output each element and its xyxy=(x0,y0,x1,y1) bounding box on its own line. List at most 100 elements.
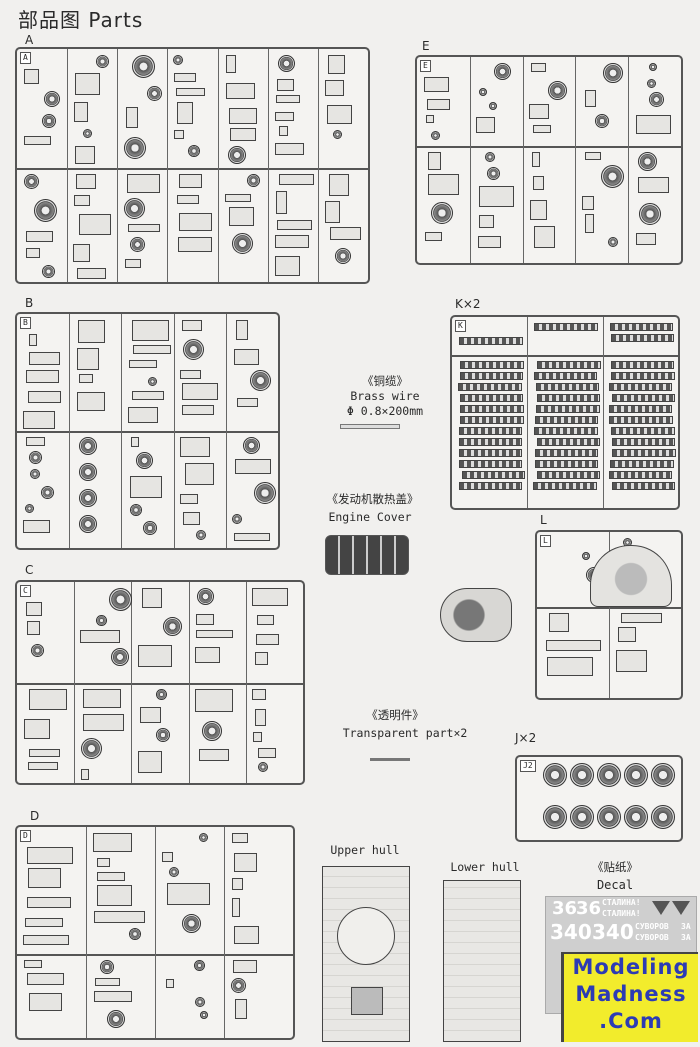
part xyxy=(529,104,550,120)
round-part xyxy=(431,130,441,140)
part xyxy=(166,882,210,905)
watermark-line3: .Com xyxy=(599,1009,663,1033)
round-part xyxy=(181,914,201,934)
turret-part-loose xyxy=(440,588,512,642)
round-part xyxy=(277,55,295,72)
lower-hull-label: Lower hull xyxy=(450,860,520,874)
track-link xyxy=(461,471,526,479)
part xyxy=(97,872,126,882)
round-part xyxy=(95,55,109,68)
round-part xyxy=(187,144,200,157)
engine-deck xyxy=(351,987,383,1015)
decal-cn: 《贴纸》 xyxy=(592,860,638,874)
track-link xyxy=(533,372,598,380)
sprue-runner xyxy=(417,146,681,148)
part xyxy=(275,142,304,155)
part xyxy=(96,885,133,907)
sprue-runner xyxy=(318,49,319,282)
round-part xyxy=(33,198,57,222)
round-part xyxy=(243,437,261,454)
part xyxy=(93,833,132,852)
part xyxy=(178,237,212,253)
round-part xyxy=(83,128,93,138)
part xyxy=(182,383,218,401)
part xyxy=(254,652,268,666)
part xyxy=(183,511,200,525)
round-part xyxy=(637,152,657,171)
part xyxy=(79,374,93,384)
part xyxy=(278,125,288,136)
sprue-runner xyxy=(452,355,678,357)
sprue-runner xyxy=(470,57,471,263)
part xyxy=(166,978,175,988)
part xyxy=(548,613,570,632)
round-part xyxy=(600,165,624,189)
part xyxy=(137,644,173,667)
part xyxy=(77,392,106,411)
sprue-runner xyxy=(628,57,629,263)
part xyxy=(478,236,501,249)
part xyxy=(636,232,657,245)
round-part xyxy=(595,114,610,129)
part xyxy=(233,533,271,542)
part xyxy=(194,689,233,712)
decal-stalina: СТАЛИНА! xyxy=(602,898,641,907)
part xyxy=(251,689,266,700)
round-part xyxy=(253,482,276,505)
round-part xyxy=(479,88,488,97)
part xyxy=(428,152,442,170)
part xyxy=(93,911,145,924)
round-part xyxy=(30,468,41,479)
road-wheel xyxy=(597,805,621,829)
round-part xyxy=(200,1011,209,1020)
part xyxy=(24,136,52,146)
road-wheel xyxy=(597,763,621,787)
track-link xyxy=(609,323,673,331)
sprue-b: B xyxy=(15,312,280,550)
engine-cover-cn: 《发动机散热盖》 xyxy=(326,492,419,506)
part xyxy=(179,494,199,505)
round-part xyxy=(96,615,108,627)
round-part xyxy=(196,588,214,605)
round-part xyxy=(108,588,132,611)
part xyxy=(229,207,254,227)
track-link xyxy=(536,383,600,391)
round-part xyxy=(183,338,205,360)
part xyxy=(476,117,496,134)
track-link xyxy=(537,361,601,369)
round-part xyxy=(194,960,206,971)
part xyxy=(234,999,248,1020)
sprue-runner xyxy=(69,314,70,548)
round-part xyxy=(41,485,54,499)
track-link xyxy=(609,471,673,479)
sprue-runner xyxy=(17,683,303,685)
sprue-tag: J2 xyxy=(520,760,536,772)
part xyxy=(73,101,89,122)
round-part xyxy=(44,90,61,107)
sprue-tag: L xyxy=(540,535,551,547)
part xyxy=(234,459,272,475)
part xyxy=(26,897,72,909)
track-link xyxy=(611,438,675,446)
part xyxy=(133,345,171,355)
track-link xyxy=(460,416,524,424)
sprue-tag: D xyxy=(20,830,31,842)
part xyxy=(234,349,260,366)
track-link xyxy=(534,416,599,424)
sprue-runner xyxy=(268,49,269,282)
part xyxy=(425,232,443,242)
decal-stalina: СТАЛИНА! xyxy=(602,909,641,918)
part xyxy=(177,194,200,204)
track-link xyxy=(609,383,673,391)
track-link xyxy=(612,482,676,490)
part xyxy=(26,231,54,243)
part xyxy=(28,993,63,1012)
track-link xyxy=(611,394,676,402)
part xyxy=(198,748,230,761)
round-part xyxy=(106,1010,125,1029)
part xyxy=(179,212,213,231)
sprue-a: A xyxy=(15,47,370,284)
part xyxy=(180,369,201,379)
sprue-tag: B xyxy=(20,317,31,329)
round-part xyxy=(110,647,129,666)
